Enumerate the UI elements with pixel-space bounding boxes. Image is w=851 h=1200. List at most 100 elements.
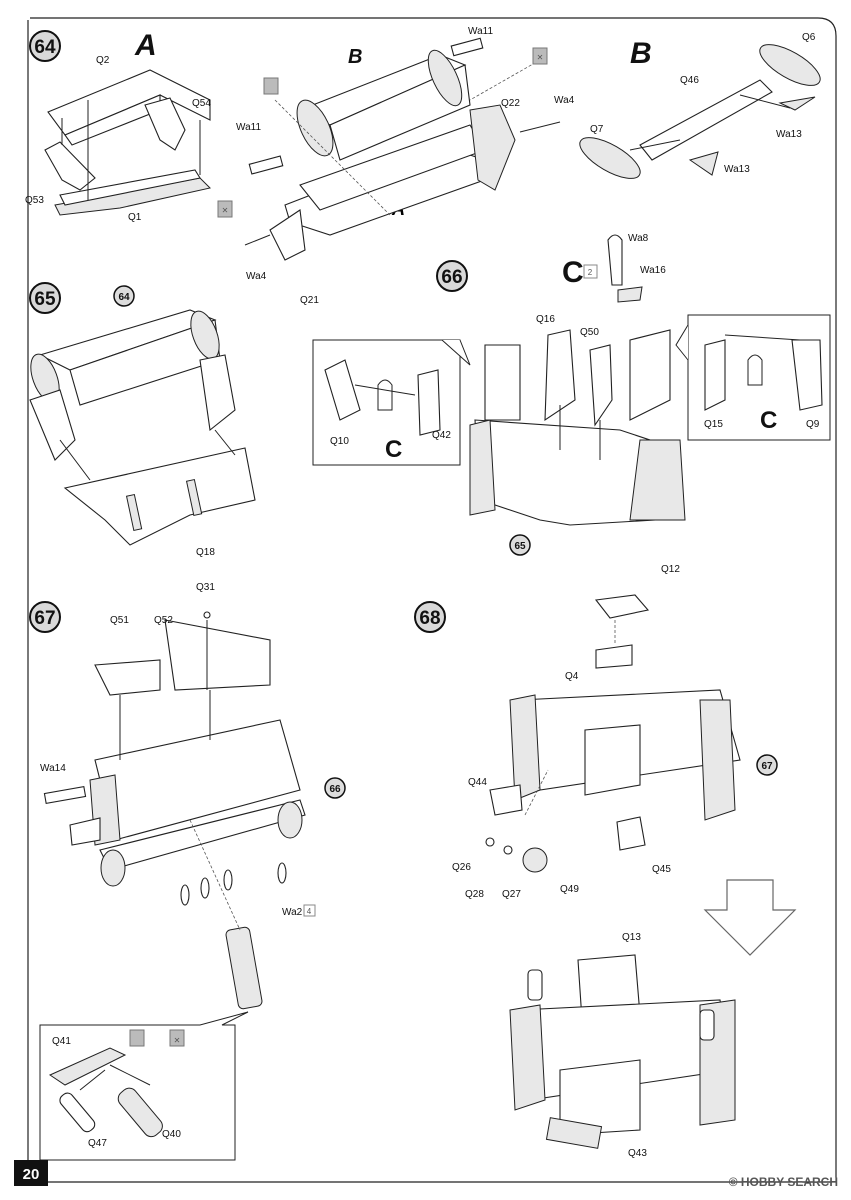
step-number-badge [436,260,468,292]
step-number: 66 [441,267,462,288]
page-frame [27,17,837,1183]
sub-assembly-c-drawing [607,234,643,303]
step-number-badge [414,601,446,633]
part-label: Q49 [560,884,579,895]
step-66: 66 C 2 Wa8 Wa16 Q16 Q50 65 [312,233,831,556]
sub-assembly-label: A [134,29,157,62]
part-label: Q50 [580,327,599,338]
step-68: 68 Q12 Q4 Q44 Q26 Q28 Q27 Q49 Q45 67 [414,564,797,1159]
multiplier: 2 [588,268,593,277]
part-label: Q7 [590,124,604,135]
part-label: Q45 [652,864,671,875]
step-number-badge [29,601,61,633]
part-label: Q53 [25,195,44,206]
no-glue-icon [169,1029,185,1047]
multiplier-box [583,264,598,279]
reference-step: 65 [514,541,526,552]
part-label: Q54 [192,98,211,109]
sub-assembly-label: C [562,256,584,289]
assembly-ab-drawing [244,37,561,261]
reference-step: 67 [761,761,773,772]
part-label: Wa11 [468,26,493,37]
part-label: Q26 [452,862,471,873]
multiplier-box [303,904,316,917]
part-label: Q44 [468,777,487,788]
step-number-badge [29,30,61,62]
part-label: Wa2 [282,907,303,918]
part-label: Q41 [52,1036,71,1047]
part-label: Wa4 [554,95,575,106]
part-label: Q9 [806,419,820,430]
step-67-drawing [43,611,306,1010]
part-label: Q52 [154,615,173,626]
callout-left [312,339,471,466]
reference-step: 64 [118,292,130,303]
page-number-box [14,1160,48,1186]
part-label: Q51 [110,615,129,626]
part-label: Q6 [802,32,816,43]
part-label: Q42 [432,430,451,441]
part-label: Wa4 [246,271,267,282]
part-label: Q46 [680,75,699,86]
step-67: 67 Q31 Q51 Q52 Wa14 Wa2 4 [29,582,346,1161]
glue-icon: ✕ ✕ [217,47,548,218]
part-label: Q1 [128,212,142,223]
step-number: 64 [34,37,56,58]
multiplier: 4 [307,907,312,916]
inset-box: ✕ [39,1011,249,1161]
reference-step-badge [509,534,531,556]
part-label: Wa16 [640,265,666,276]
glue-icon [129,1029,145,1047]
part-label: Q16 [536,314,555,325]
step-68-drawing [485,594,741,873]
step-number: 67 [34,608,55,629]
reference-step-badge [324,777,346,799]
part-label: Q40 [162,1129,181,1140]
sub-assembly-label: B [348,46,362,68]
part-label: Q2 [96,55,110,66]
part-label: Wa13 [724,164,750,175]
part-label: Q12 [661,564,680,575]
part-label: Q13 [622,932,641,943]
watermark: © HOBBY SEARCH [729,1175,838,1189]
part-label: Q21 [300,295,319,306]
floor-plate-q18 [63,447,256,546]
step-number: 68 [419,608,440,629]
step-65: 65 64 Q18 [29,282,256,558]
part-label: Q10 [330,436,349,447]
part-label: Q15 [704,419,723,430]
step-number-badge [29,282,61,314]
part-label: Wa8 [628,233,649,244]
svg-text:✕: ✕ [174,1036,181,1045]
step-64: 64 A B A B Q2 Q54 Q53 Q1 [25,26,821,306]
part-label: Wa14 [40,763,66,774]
reference-step-badge [113,285,135,307]
part-label: Q4 [565,671,579,682]
part-label: Q28 [465,889,484,900]
part-label: Q18 [196,547,215,558]
callout-label: C [385,436,402,463]
callout-right [675,314,831,441]
callout-label: C [760,407,777,434]
part-label: Wa11 [236,122,261,133]
part-label: Q22 [501,98,520,109]
sub-assembly-label: B [630,37,652,70]
step-65-drawing [29,309,256,546]
part-label: Q47 [88,1138,107,1149]
page-number: 20 [23,1166,40,1183]
reference-step: 66 [329,784,341,795]
reference-step-badge [756,754,778,776]
part-label: Q31 [196,582,215,593]
part-label: Q43 [628,1148,647,1159]
part-label: Q27 [502,889,521,900]
completed-assembly-drawing [509,954,736,1149]
step-number: 65 [34,289,56,310]
svg-text:✕: ✕ [222,206,229,215]
next-arrow-icon [703,879,797,956]
assembly-a-drawing [44,69,211,216]
assembly-b-drawing [579,44,821,179]
svg-text:✕: ✕ [537,53,544,62]
plate-q43 [545,1117,603,1149]
step-66-drawing [469,329,686,526]
